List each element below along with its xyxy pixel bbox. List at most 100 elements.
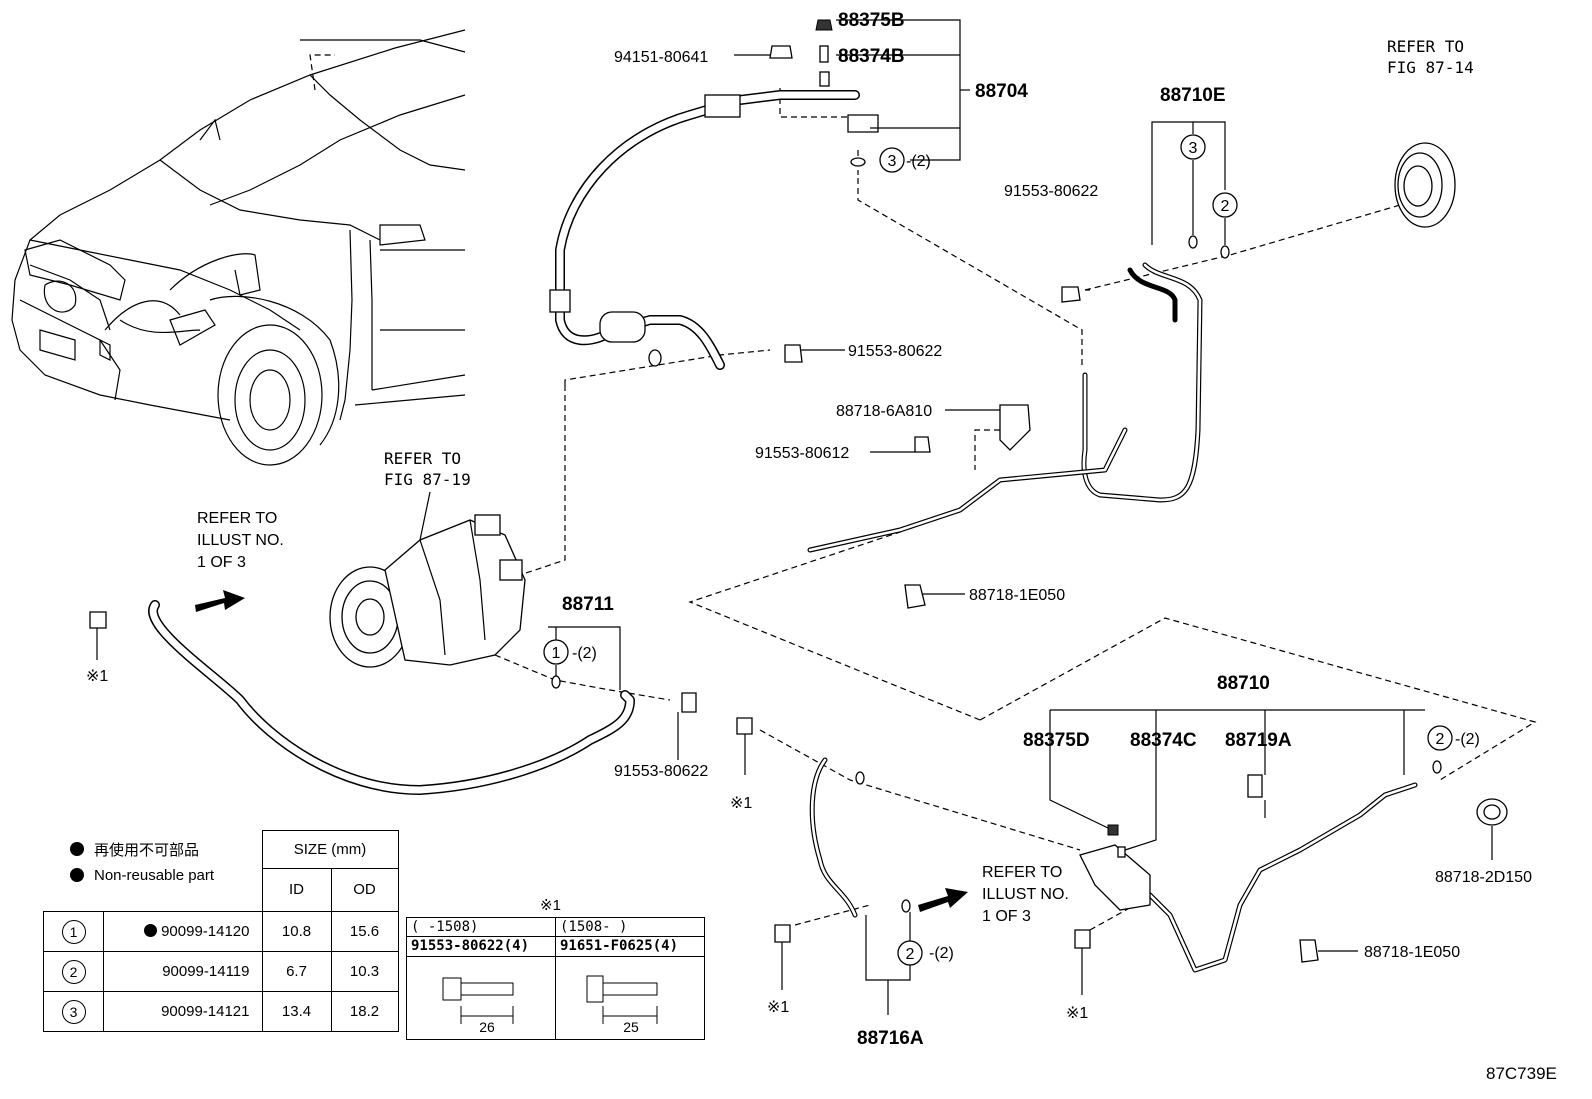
circled-2: 2	[906, 946, 915, 963]
label-88374B: 88374B	[838, 46, 905, 67]
col-od-header: OD	[353, 881, 376, 898]
o-ring-icon	[1188, 235, 1198, 249]
circled-2: 2	[1436, 731, 1445, 748]
label-88718-1E050: 88718-1E050	[969, 587, 1065, 604]
figure-code: 87C739E	[1486, 1064, 1557, 1083]
circled-2: 2	[1221, 198, 1230, 215]
refer-fig-87-14-line1: REFER TO	[1387, 37, 1464, 56]
row-od: 15.6	[330, 911, 399, 952]
bolt-icon	[681, 692, 697, 713]
circled-3: 3	[888, 153, 897, 170]
label-91553-80622: 91553-80622	[614, 763, 708, 780]
bolt-right-length: 25	[623, 1019, 639, 1035]
valve-core-icon	[1117, 846, 1126, 858]
row-number: 3	[61, 999, 86, 1024]
label-88718-6A810: 88718-6A810	[836, 403, 932, 420]
hose-fitting-icon	[704, 94, 741, 118]
legend: 再使用不可部品 Non-reusable part	[70, 836, 214, 888]
o-ring-icon	[648, 349, 662, 367]
valve-core-icon	[819, 71, 830, 87]
label-91553-80622: 91553-80622	[1004, 183, 1098, 200]
label-qty-2: -(2)	[929, 945, 954, 962]
label-88718-1E050: 88718-1E050	[1364, 944, 1460, 961]
clamp-icon	[904, 584, 926, 609]
refer-fig-87-19-line2: FIG 87-19	[384, 470, 471, 489]
refer-illust-line2: ILLUST NO.	[197, 532, 284, 549]
valve-cap-icon	[1107, 824, 1119, 836]
label-88716A: 88716A	[857, 1028, 924, 1049]
circled-numbers: 3 3 2 1 2 2	[543, 134, 1453, 966]
table-row: 2 90099-14119 6.7 10.3	[43, 951, 399, 992]
o-ring-icon	[1432, 760, 1442, 774]
col-id-header: ID	[263, 869, 332, 911]
table-row: 1 90099-14120 10.8 15.6	[43, 911, 399, 952]
circled-3: 3	[1189, 140, 1198, 157]
o-ring-size-table: SIZE (mm) ID OD 1 90099-14120 10.8 15.6 …	[43, 830, 399, 1032]
row-part: 90099-14121	[103, 991, 263, 1032]
bolt-icon	[774, 924, 791, 943]
row-id: 10.8	[261, 911, 332, 952]
vehicle-illustration	[11, 29, 466, 466]
label-94151-80641: 94151-80641	[614, 49, 708, 66]
o-ring-icon	[850, 157, 866, 167]
label-88704: 88704	[975, 81, 1028, 102]
label-qty-3: -(2)	[906, 153, 931, 170]
refer-illust-line3: 1 OF 3	[982, 908, 1031, 925]
compressor-icon	[329, 514, 526, 668]
label-91553-80612: 91553-80612	[755, 445, 849, 462]
callout-leaders	[96, 19, 1493, 1015]
bolt-icon	[89, 611, 107, 629]
refer-fig-87-19-line1: REFER TO	[384, 449, 461, 468]
row-number: 2	[61, 959, 86, 984]
label-88374C: 88374C	[1130, 730, 1197, 751]
label-88711: 88711	[562, 594, 614, 615]
circled-1: 1	[552, 645, 561, 662]
label-88710E: 88710E	[1160, 85, 1226, 106]
label-91553-80622: 91553-80622	[848, 343, 942, 360]
label-star-note: ※1	[86, 668, 108, 685]
bolt-icon	[736, 717, 753, 735]
legend-jp: 再使用不可部品	[94, 841, 200, 859]
bolt-table: ( -1508) 91553-80622(4) 26 (1508- ) 9165…	[406, 917, 705, 1040]
bolt-left-length: 26	[479, 1019, 495, 1035]
row-id: 6.7	[261, 951, 332, 992]
bolt-icon	[784, 344, 803, 363]
clamp-icon	[1476, 798, 1508, 826]
clamp-icon	[1299, 939, 1319, 963]
refer-illust-line1: REFER TO	[982, 864, 1062, 881]
label-88718-2D150: 88718-2D150	[1435, 869, 1532, 886]
label-88375D: 88375D	[1023, 730, 1090, 751]
grommet-icon	[1394, 142, 1456, 228]
label-qty-1: -(2)	[572, 645, 597, 662]
label-qty-2: -(2)	[1455, 731, 1480, 748]
bracket-icon	[999, 404, 1031, 451]
bolt-icon	[914, 436, 931, 453]
valve-block-icon	[1079, 844, 1151, 911]
label-star-note: ※1	[1066, 1005, 1088, 1022]
flange-bolt-icon: 25	[586, 975, 658, 1035]
o-ring-icon	[551, 675, 561, 689]
row-od: 18.2	[330, 991, 399, 1032]
parts	[89, 19, 1508, 963]
label-88719A: 88719A	[1225, 730, 1292, 751]
refer-fig-87-14-line2: FIG 87-14	[1387, 58, 1474, 77]
valve-cap-icon	[815, 19, 833, 31]
label-star-note: ※1	[767, 999, 789, 1016]
arrow-icon	[918, 888, 968, 912]
row-id: 13.4	[261, 991, 332, 1032]
table-row: 3 90099-14121 13.4 18.2	[43, 991, 399, 1032]
o-ring-icon	[855, 771, 865, 785]
pressure-switch-icon	[1247, 774, 1263, 798]
valve-core-icon	[819, 45, 829, 63]
flange-bolt-icon: 26	[442, 977, 514, 1035]
refer-illust-line3: 1 OF 3	[197, 554, 246, 571]
row-od: 10.3	[330, 951, 399, 992]
refer-illust-line1: REFER TO	[197, 510, 277, 527]
service-valve-icon	[847, 114, 879, 133]
bolt-left-range: ( -1508)	[411, 919, 479, 935]
hose-fitting-icon	[549, 289, 571, 313]
bolt-icon	[1074, 929, 1091, 949]
dashed-leaders	[494, 88, 1537, 931]
muffler-icon	[599, 311, 646, 343]
refer-illust-line2: ILLUST NO.	[982, 886, 1069, 903]
